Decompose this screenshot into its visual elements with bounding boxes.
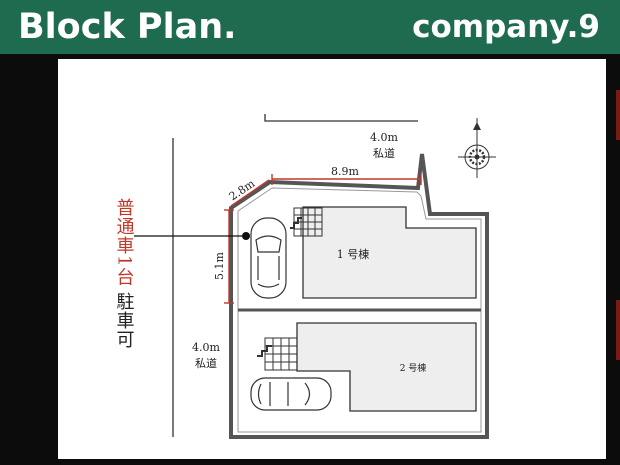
dimension-lines bbox=[224, 174, 422, 304]
building-1 bbox=[302, 206, 477, 299]
pointer-dot bbox=[242, 232, 250, 240]
road-left-width-label: 4.0m bbox=[192, 341, 220, 354]
edge-marker bbox=[616, 300, 620, 360]
company-name: company.9 bbox=[412, 9, 600, 45]
road-edge-top bbox=[264, 114, 418, 122]
building-2 bbox=[296, 322, 477, 412]
header-bar: Block Plan. company.9 bbox=[0, 0, 620, 54]
dimension-top-label: 8.9m bbox=[331, 165, 359, 178]
entrance-tile-grid bbox=[264, 337, 298, 371]
entrance-steps bbox=[257, 345, 272, 357]
building-2-label: 2 号棟 bbox=[400, 362, 427, 374]
car-icon bbox=[250, 377, 332, 411]
lot-inner-line bbox=[237, 187, 482, 433]
north-compass-icon bbox=[458, 118, 496, 178]
page-title: Block Plan. bbox=[18, 7, 237, 47]
block-plan-sheet: 4.0m 私道 8.9m 2.8m 5.1m 1 号棟 2 号棟 4.0m 私道… bbox=[58, 59, 606, 459]
dimension-side-label: 5.1m bbox=[213, 251, 226, 279]
entrance-steps bbox=[290, 217, 302, 229]
road-top-type-label: 私道 bbox=[373, 146, 395, 160]
road-left-type-label: 私道 bbox=[195, 356, 217, 370]
building-1-label: 1 号棟 bbox=[337, 247, 370, 261]
parking-note-black: 駐車可 bbox=[114, 292, 135, 349]
edge-marker bbox=[616, 90, 620, 140]
block-plan-diagram: 4.0m 私道 8.9m 2.8m 5.1m 1 号棟 2 号棟 4.0m 私道… bbox=[114, 114, 496, 439]
car-icon bbox=[250, 217, 287, 299]
road-top-width-label: 4.0m bbox=[370, 131, 398, 144]
parking-note-red: 普通車1台 bbox=[114, 198, 135, 287]
